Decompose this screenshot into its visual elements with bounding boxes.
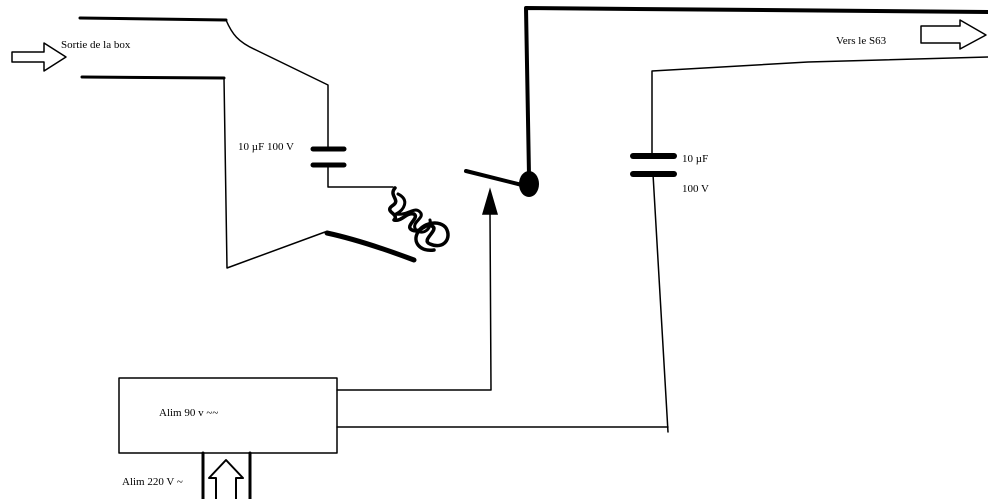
output-bottom-wire	[651, 56, 988, 156]
capacitor-2-voltage-label: 100 V	[682, 183, 709, 195]
cap2-to-psu-wire	[652, 173, 669, 433]
capacitor-1	[310, 146, 347, 168]
capacitor-1-label: 10 µF 100 V	[238, 141, 294, 153]
relay-switch-arm	[464, 169, 528, 188]
input-cable-top-wire	[78, 16, 228, 22]
output-label: Vers le S63	[836, 35, 887, 47]
power-supply-label: Alim 90 v ~~	[159, 407, 219, 419]
relay-actuator-wire	[336, 211, 492, 391]
relay-actuator-arrow-icon	[482, 187, 498, 215]
input-cable-bottom-wire	[80, 75, 226, 80]
relay-pivot-dot	[519, 171, 539, 197]
capacitor-2-value-label: 10 µF	[682, 153, 709, 165]
relay-coil	[388, 186, 450, 252]
input-cable-bottom-return	[223, 77, 326, 269]
cap1-to-coil-wire	[327, 164, 394, 188]
relay-contact-blade	[324, 230, 417, 263]
input-label: Sortie de la box	[61, 39, 131, 51]
input-cable-top-curve	[225, 19, 329, 149]
mains-arrow-icon	[208, 459, 244, 499]
output-top-wire	[524, 6, 988, 177]
output-arrow-icon	[920, 19, 987, 50]
mains-label: Alim 220 V ~	[122, 476, 183, 488]
input-arrow-icon	[11, 42, 67, 72]
power-supply-box	[118, 377, 338, 454]
capacitor-2	[630, 153, 677, 177]
